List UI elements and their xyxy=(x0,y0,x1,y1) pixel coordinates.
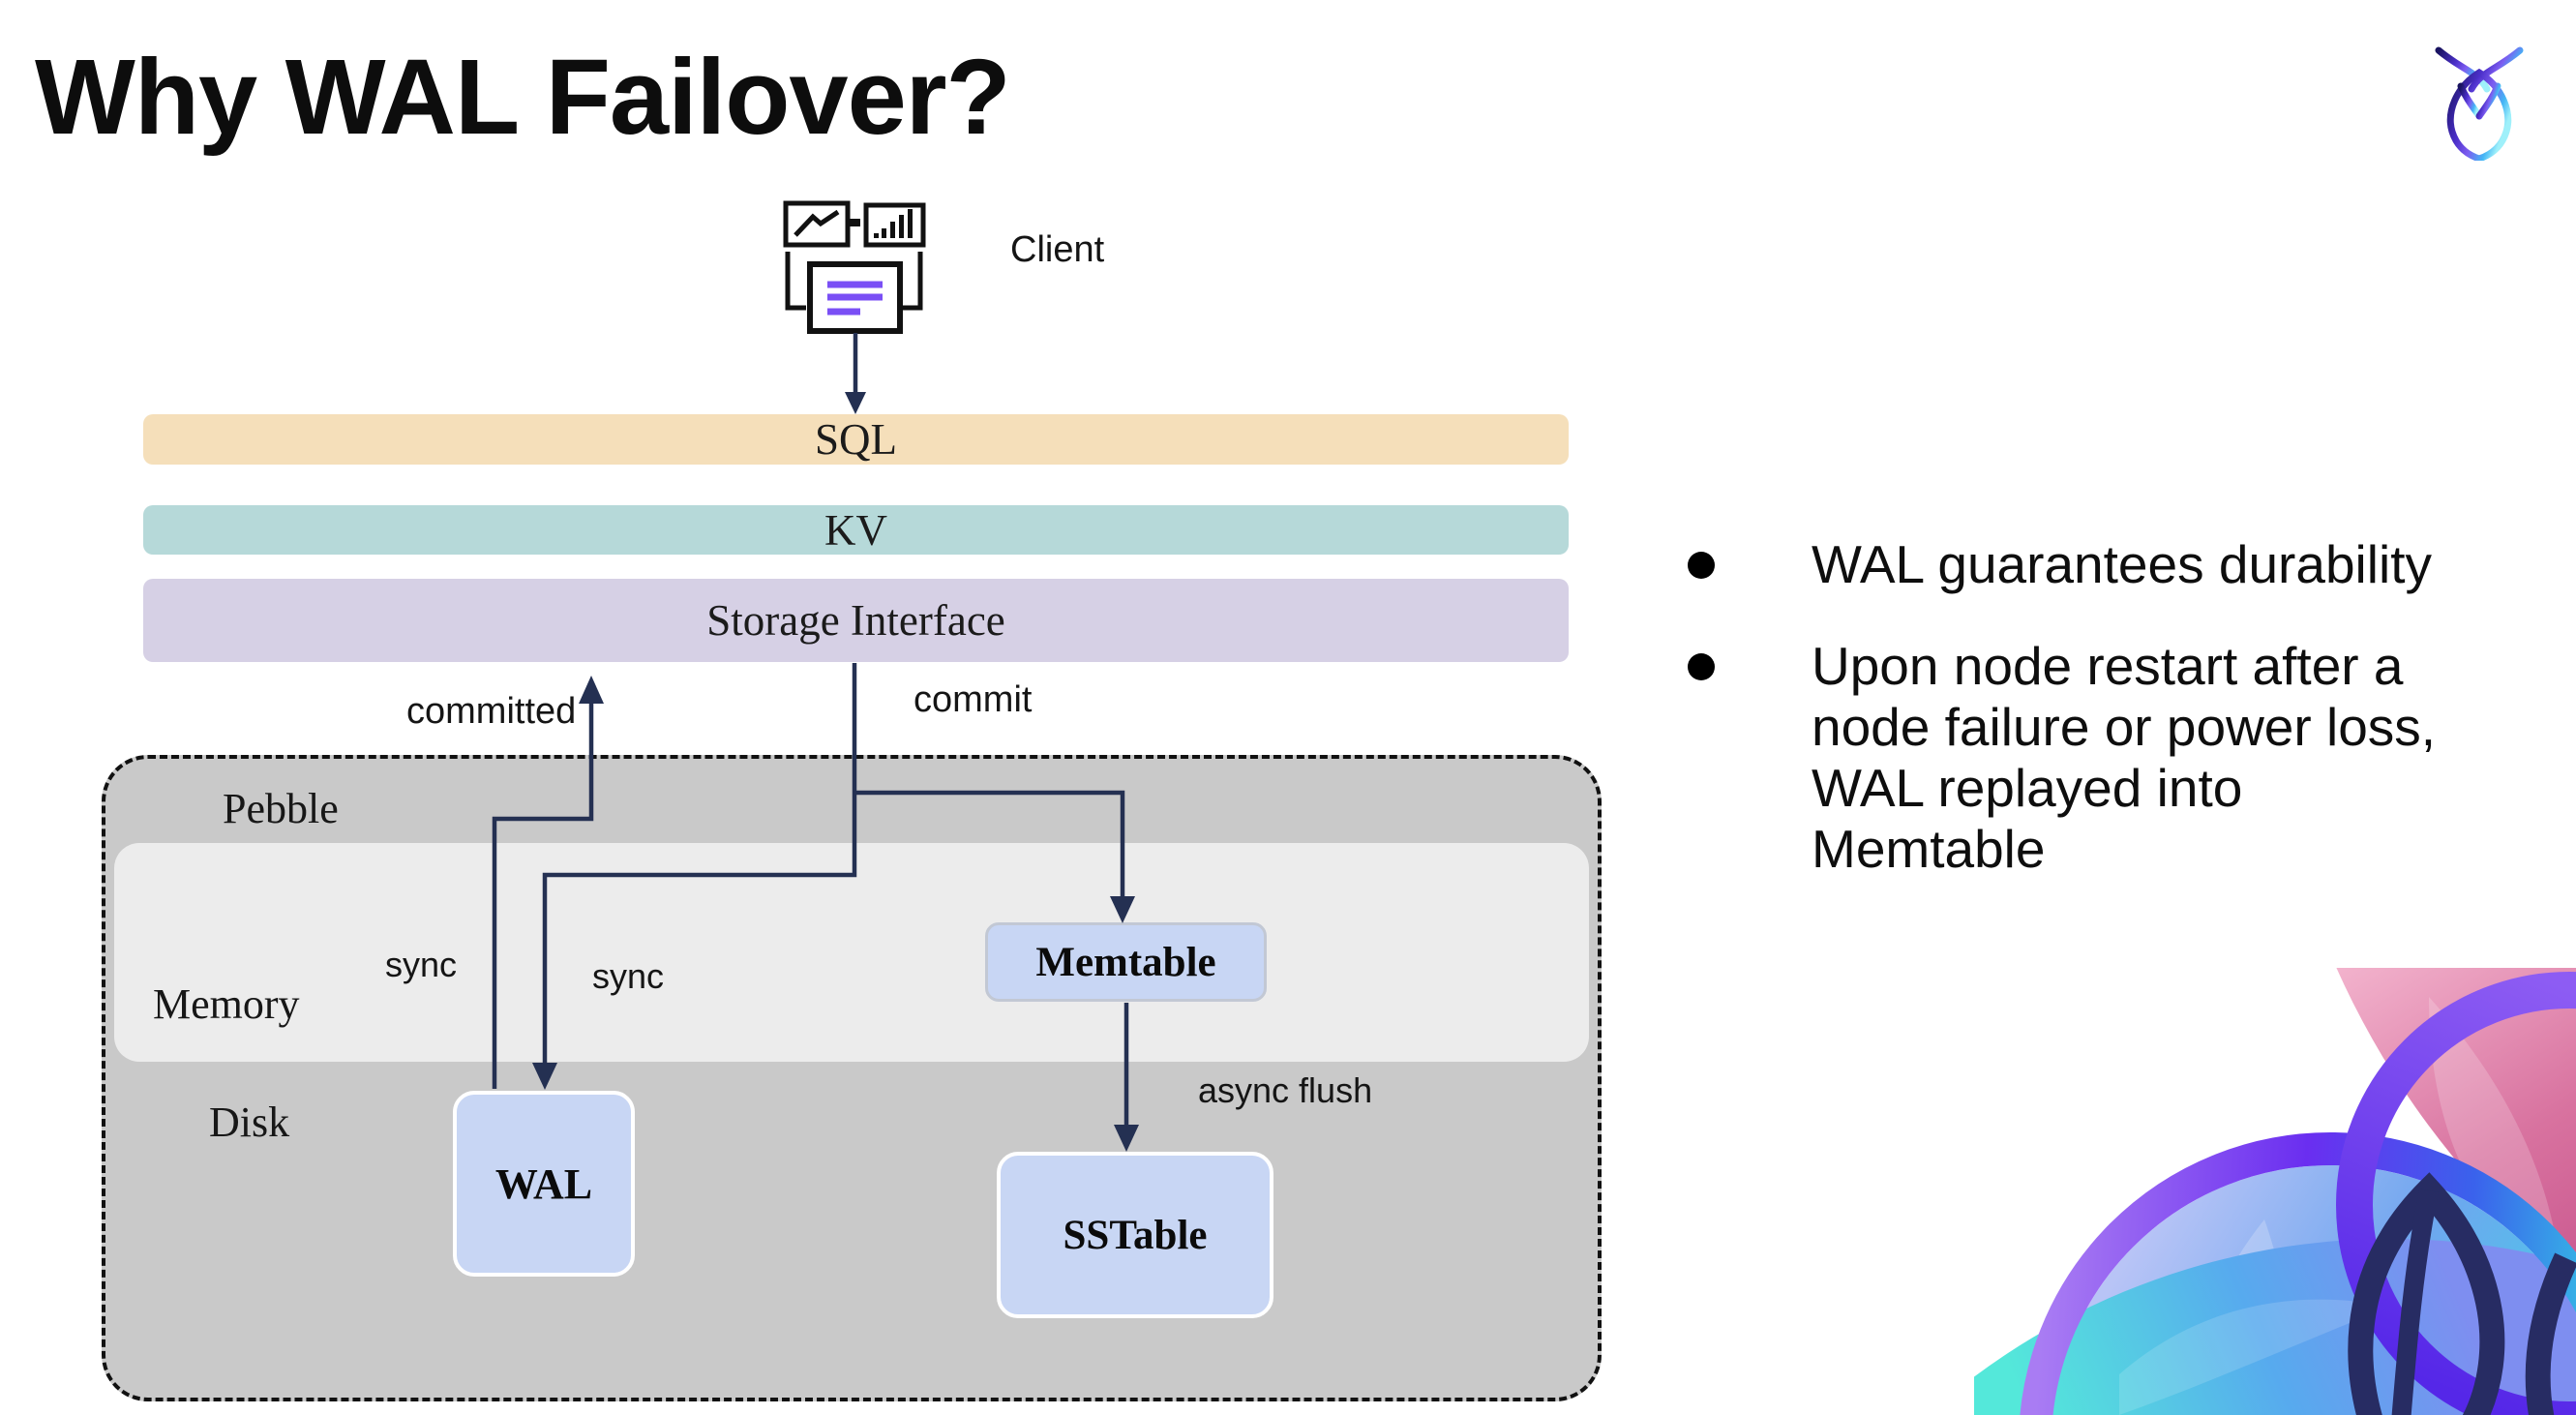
page-title: Why WAL Failover? xyxy=(35,38,1011,157)
bullet-dot-icon xyxy=(1688,552,1715,579)
pebble-label: Pebble xyxy=(223,785,339,832)
dash-connector xyxy=(850,219,860,226)
navy-leaf-curves xyxy=(2348,1172,2576,1415)
memory-band xyxy=(114,843,1589,1062)
arrowhead-committed xyxy=(579,676,604,704)
purple-ring-steep xyxy=(2336,972,2576,1415)
layer-sql: SQL xyxy=(143,414,1569,465)
arrowhead-sql xyxy=(845,392,866,414)
chart-monitor-icon xyxy=(783,200,851,248)
corner-brand-artwork xyxy=(1974,968,2576,1415)
commit-label: commit xyxy=(914,679,1033,720)
async-flush-label: async flush xyxy=(1198,1070,1373,1110)
bullet-list: WAL guarantees durability Upon node rest… xyxy=(1688,534,2491,920)
bullet-text: Upon node restart after a node failure o… xyxy=(1812,636,2437,879)
bracket-right xyxy=(902,252,923,311)
bullet-text: WAL guarantees durability xyxy=(1812,534,2432,594)
bullet-dot-icon xyxy=(1688,653,1715,680)
purple-ring-flat xyxy=(2020,1132,2576,1415)
client-label: Client xyxy=(1010,229,1105,270)
cockroachdb-logo-icon xyxy=(2433,45,2526,161)
client-icon xyxy=(774,194,929,339)
memtable-node: Memtable xyxy=(985,922,1267,1002)
wal-node: WAL xyxy=(453,1091,635,1277)
document-icon xyxy=(807,261,903,334)
sync-left-label: sync xyxy=(385,945,458,984)
layer-storage-interface: Storage Interface xyxy=(143,579,1569,662)
memory-label: Memory xyxy=(153,980,300,1028)
bar-chart-monitor-icon xyxy=(863,202,926,248)
sync-right-label: sync xyxy=(592,956,665,996)
committed-label: committed xyxy=(406,691,577,732)
disk-label: Disk xyxy=(209,1099,290,1146)
list-item: WAL guarantees durability xyxy=(1688,534,2491,595)
list-item: Upon node restart after a node failure o… xyxy=(1688,636,2491,880)
sstable-node: SSTable xyxy=(997,1152,1273,1318)
layer-kv: KV xyxy=(143,505,1569,555)
bracket-left xyxy=(785,252,806,311)
